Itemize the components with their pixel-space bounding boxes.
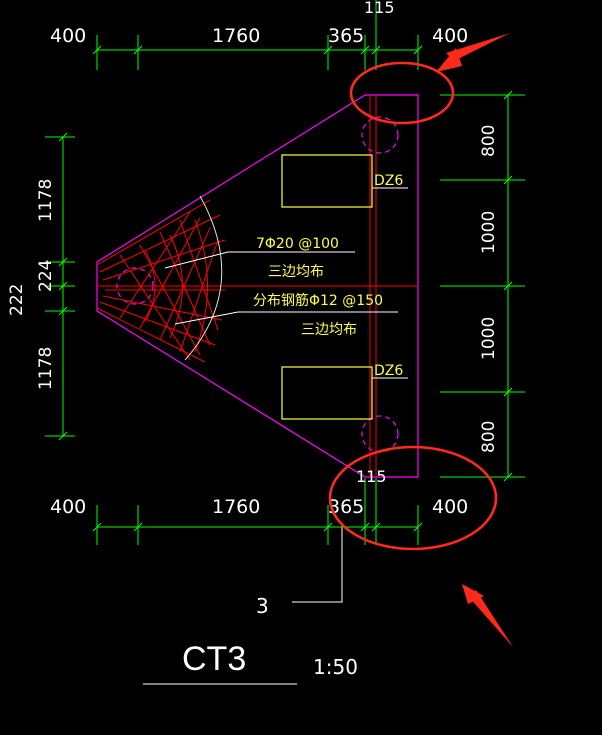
annotations [328,61,498,551]
pier-bottom [281,366,373,420]
dim-left-1178-bottom: 1178 [36,347,56,390]
pile-circle-top [361,116,399,154]
dim-right-1000-bottom: 1000 [479,317,499,360]
pile-circles [116,116,399,453]
dim-top-115: 115 [364,0,395,17]
dim-left-222: 222 [7,284,27,316]
section-marker: 3 [256,594,269,618]
dim-right-800-bottom: 800 [479,421,499,453]
pile-circle-bottom [361,415,399,453]
drawing-title: CT3 [182,640,246,678]
dim-top-400-left: 400 [50,25,86,47]
label-rebar-dist-note: 三边均布 [301,322,357,338]
dim-left-1178-top: 1178 [36,179,56,222]
dim-right-800-top: 800 [479,125,499,157]
rebar-mesh [96,95,418,477]
label-dz6-top: DZ6 [374,173,403,189]
dim-left-224: 224 [36,260,56,292]
arrow-bottom [462,584,513,647]
dim-bottom-115: 115 [356,467,387,486]
label-rebar-dist: 分布钢筋Φ12 @150 [253,292,383,309]
label-rebar-main: 7Φ20 @100 [256,236,339,252]
dim-bottom-365: 365 [328,496,364,518]
drawing-scale: 1:50 [313,655,358,679]
pile-cap-outline [96,94,419,478]
pier-top [281,154,373,208]
label-rebar-main-note: 三边均布 [268,264,324,280]
dim-top-365: 365 [328,25,364,47]
dim-top-1760: 1760 [212,25,260,47]
dim-bottom-1760: 1760 [212,496,260,518]
dim-bottom-400-left: 400 [50,496,86,518]
dimension-text: 115 400 1760 365 400 115 400 1760 365 40… [7,0,499,518]
dimension-lines [45,0,525,545]
piers [281,154,373,420]
dim-bottom-400-right: 400 [432,496,468,518]
labels: DZ6 DZ6 7Φ20 @100 三边均布 分布钢筋Φ12 @150 三边均布… [182,173,403,679]
highlight-circle-top [349,61,455,125]
dim-right-1000-top: 1000 [479,211,499,254]
label-dz6-bottom: DZ6 [374,363,403,379]
highlight-circle-bottom [328,445,498,551]
rebar-arc-white [184,195,223,361]
arrow-top [436,33,510,72]
leader-lines [143,187,408,685]
dim-top-400-right: 400 [432,25,468,47]
